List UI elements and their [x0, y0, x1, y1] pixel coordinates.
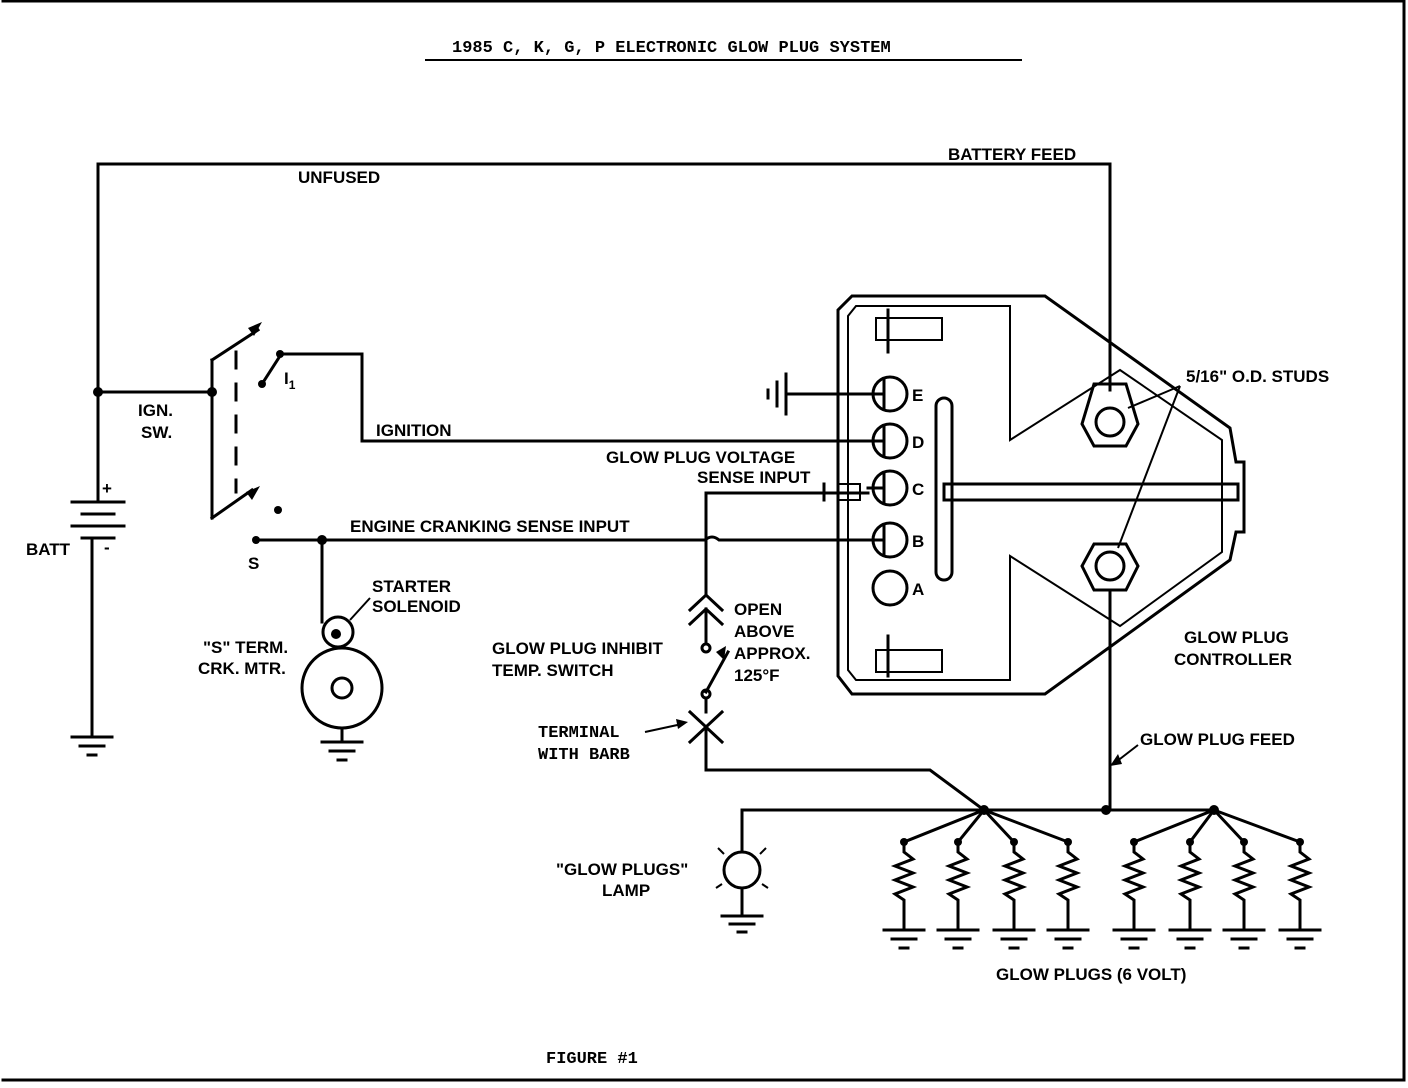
ignition-switch [209, 322, 284, 544]
unfused-label: UNFUSED [298, 168, 380, 187]
studs-pointer [1127, 385, 1181, 409]
glow-plug-resistor-icon [982, 808, 1090, 950]
lamp-label-2: LAMP [602, 881, 650, 900]
s-terminal-label: S [248, 554, 259, 573]
inhibit-to-bus-wire [704, 768, 987, 813]
figure-caption: FIGURE #1 [546, 1050, 638, 1069]
battery-label: BATT [26, 540, 71, 559]
terminal-e: E [870, 375, 923, 413]
terminal-e-ground-icon [766, 372, 874, 416]
controller-label-1: GLOW PLUG [1184, 628, 1289, 647]
s-term-label: "S" TERM. [203, 638, 288, 657]
svg-text:A: A [912, 580, 924, 599]
inhibit-label-2: TEMP. SWITCH [492, 661, 614, 680]
glow-plug-bus [740, 808, 1216, 834]
inhibit-label-1: GLOW PLUG INHIBIT [492, 639, 664, 658]
svg-text:C: C [912, 480, 924, 499]
controller-label-2: CONTROLLER [1174, 650, 1292, 669]
battery-feed-label: BATTERY FEED [948, 145, 1076, 164]
terminal-b: B [866, 521, 924, 559]
battery-stud-icon [1080, 382, 1140, 448]
ignition-label: IGNITION [376, 421, 452, 440]
studs-pointer [1117, 385, 1181, 549]
feed-stud-icon [1080, 542, 1140, 592]
gp-voltage-label-1: GLOW PLUG VOLTAGE [606, 448, 795, 467]
svg-text:B: B [912, 532, 924, 551]
inhibit-temp-switch-icon [687, 592, 731, 772]
starter-solenoid-icon [321, 615, 355, 649]
open-label-4: 125°F [734, 666, 780, 685]
svg-text:E: E [912, 386, 923, 405]
open-label-3: APPROX. [734, 644, 811, 663]
sw-label: SW. [141, 423, 172, 442]
glow-plug-resistor-icon [1212, 808, 1322, 950]
terminal-pointer [644, 723, 683, 733]
glow-plugs-label: GLOW PLUGS (6 VOLT) [996, 965, 1186, 984]
starter-label: STARTER [372, 577, 451, 596]
battery [70, 390, 126, 737]
lamp-label-1: "GLOW PLUGS" [556, 860, 688, 879]
crk-mtr-label: CRK. MTR. [198, 659, 286, 678]
cranking-sense-wire [254, 535, 870, 542]
glow-plug-resistor-icon [882, 808, 986, 950]
battery-minus-label: - [104, 538, 110, 557]
glow-plug-resistor-icon [1168, 807, 1217, 950]
gp-feed-arrowhead [1110, 754, 1122, 766]
terminal-d: D [866, 422, 924, 460]
battery-plus-label: + [102, 479, 112, 498]
voltage-sense-wire [704, 491, 870, 597]
glow-plug-resistor-icon [936, 807, 987, 950]
terminal-label-2: WITH BARB [538, 746, 630, 765]
battery-feed-wire [96, 162, 1112, 394]
terminal-c: C [866, 469, 924, 507]
cranking-sense-label: ENGINE CRANKING SENSE INPUT [350, 517, 630, 536]
cranking-motor-icon [300, 646, 384, 762]
glow-plugs [882, 807, 1322, 950]
glow-plug-resistor-icon [1112, 808, 1216, 950]
glow-plug-resistor-icon [1211, 807, 1266, 950]
glow-plug-controller [822, 294, 1246, 696]
terminal-label-1: TERMINAL [538, 724, 620, 743]
solenoid-pointer [349, 597, 371, 621]
terminal-arrowhead [676, 719, 688, 729]
solenoid-label: SOLENOID [372, 597, 461, 616]
battery-ground-icon [70, 735, 114, 757]
gp-voltage-label-2: SENSE INPUT [697, 468, 811, 487]
glow-plugs-lamp-icon [715, 830, 769, 934]
terminal-a: A [871, 569, 924, 607]
i1-label: I1 [284, 369, 296, 392]
studs-label: 5/16" O.D. STUDS [1186, 367, 1329, 386]
gp-feed-label: GLOW PLUG FEED [1140, 730, 1295, 749]
svg-text:D: D [912, 433, 924, 452]
ign-label: IGN. [138, 401, 173, 420]
ignition-wire [278, 352, 870, 443]
glow-plug-resistor-icon [981, 807, 1036, 950]
diagram-title: 1985 C, K, G, P ELECTRONIC GLOW PLUG SYS… [452, 39, 891, 58]
junction-dot [1101, 805, 1111, 815]
open-label-1: OPEN [734, 600, 782, 619]
open-label-2: ABOVE [734, 622, 794, 641]
